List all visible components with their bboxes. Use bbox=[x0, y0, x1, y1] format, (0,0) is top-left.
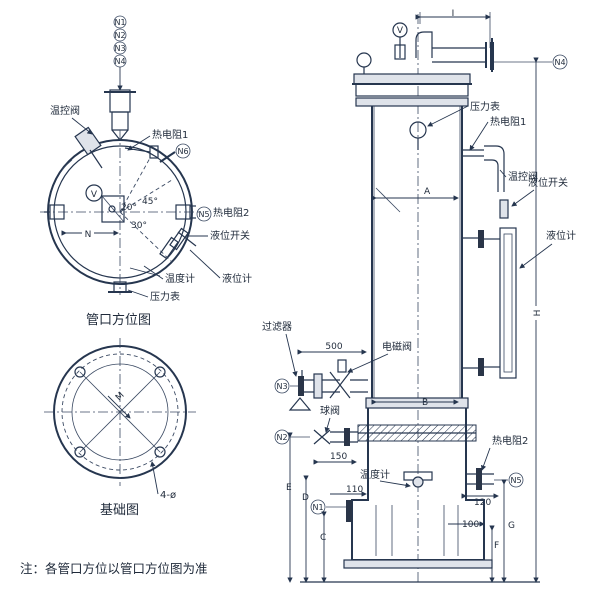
plan-nozzle-n5: N5 bbox=[198, 210, 209, 219]
elev-dim-e: E bbox=[286, 483, 292, 493]
anchor-hole bbox=[154, 446, 166, 458]
base-plate bbox=[343, 559, 493, 569]
plan-view: N1 N2 N3 N4 V bbox=[40, 15, 252, 328]
elev-label-thermal-resistor-2: 热电阻2 bbox=[492, 434, 528, 447]
elev-label-temp-valve: 温控阀 bbox=[508, 170, 538, 183]
elev-dim-g: G bbox=[508, 521, 515, 531]
elev-dim-a: A bbox=[424, 187, 431, 197]
nozzle-label-n2: N2 bbox=[114, 31, 125, 40]
elev-dim-120: 120 bbox=[474, 498, 491, 508]
drawing-note: 注：各管口方位以管口方位图为准 bbox=[20, 561, 208, 576]
elev-dim-150: 150 bbox=[330, 452, 347, 462]
elev-label-solenoid-valve: 电磁阀 bbox=[382, 340, 412, 353]
top-flange bbox=[353, 73, 471, 85]
elev-label-pressure-gauge: 压力表 bbox=[470, 100, 500, 113]
elev-nozzle-n2: N2 bbox=[276, 433, 287, 442]
plan-dim-n: N bbox=[85, 230, 92, 240]
angle-30: 30° bbox=[131, 221, 147, 231]
base-view: M 4-ø 基础图 bbox=[44, 338, 196, 518]
base-holes-label: 4-ø bbox=[160, 490, 176, 501]
plan-label-level-gauge: 液位计 bbox=[222, 272, 252, 285]
elev-dim-h: H bbox=[533, 310, 543, 317]
plan-label-thermal-resistor-1: 热电阻1 bbox=[152, 128, 188, 141]
nozzle-label-n1: N1 bbox=[114, 18, 125, 27]
elev-v-mark: V bbox=[397, 26, 404, 36]
plan-label-level-switch: 液位开关 bbox=[210, 229, 250, 242]
n2-piping: N2 bbox=[274, 428, 358, 446]
level-gauge bbox=[462, 227, 517, 379]
plan-v-mark: V bbox=[91, 190, 98, 200]
angle-20: 20° bbox=[121, 203, 137, 213]
elev-nozzle-n5: N5 bbox=[510, 476, 521, 485]
anchor-hole bbox=[154, 366, 166, 378]
elevation-view: I V N4 压力表 热电阻 bbox=[262, 9, 576, 583]
nozzle-stack-labels: N1 N2 N3 N4 bbox=[113, 15, 127, 91]
plan-temp-valve bbox=[74, 126, 103, 169]
elev-dim-c: C bbox=[320, 533, 326, 543]
elev-dim-i: I bbox=[452, 9, 455, 19]
elev-dim-110: 110 bbox=[346, 485, 363, 495]
elev-nozzle-n3: N3 bbox=[276, 382, 287, 391]
plan-label-temp-valve: 温控阀 bbox=[50, 104, 80, 117]
plan-label-pressure-gauge: 压力表 bbox=[150, 290, 180, 303]
elev-label-filter: 过滤器 bbox=[262, 320, 292, 333]
nozzle-label-n3: N3 bbox=[114, 44, 125, 53]
elev-dim-100: 100 bbox=[462, 520, 479, 530]
elev-dim-500: 500 bbox=[325, 342, 342, 352]
nozzle-label-n4: N4 bbox=[114, 57, 125, 66]
base-dim-m: M bbox=[114, 391, 127, 404]
elev-dim-f: F bbox=[494, 541, 499, 551]
plan-label-thermal-resistor-2: 热电阻2 bbox=[213, 206, 249, 219]
anchor-hole bbox=[74, 366, 86, 378]
plan-label-thermometer: 温度计 bbox=[165, 272, 195, 285]
elev-label-ball-valve: 球阀 bbox=[320, 404, 340, 417]
plan-view-title: 管口方位图 bbox=[86, 312, 151, 328]
elev-label-level-switch: 液位开关 bbox=[528, 176, 568, 189]
elev-label-thermal-resistor-1: 热电阻1 bbox=[490, 115, 526, 128]
elev-dim-d: D bbox=[302, 493, 309, 503]
angle-45: 45° bbox=[142, 197, 158, 207]
elev-label-thermometer: 温度计 bbox=[360, 468, 390, 481]
top-nozzle-stub bbox=[109, 89, 131, 113]
anchor-hole bbox=[74, 446, 86, 458]
elev-label-level-gauge: 液位计 bbox=[546, 229, 576, 242]
elev-nozzle-n4: N4 bbox=[554, 58, 565, 67]
elev-nozzle-n1: N1 bbox=[312, 503, 323, 512]
elev-dim-b: B bbox=[422, 398, 428, 408]
plan-nozzle-n6: N6 bbox=[177, 147, 188, 156]
n3-inlet-piping: N3 bbox=[274, 359, 368, 411]
base-view-title: 基础图 bbox=[100, 503, 139, 518]
